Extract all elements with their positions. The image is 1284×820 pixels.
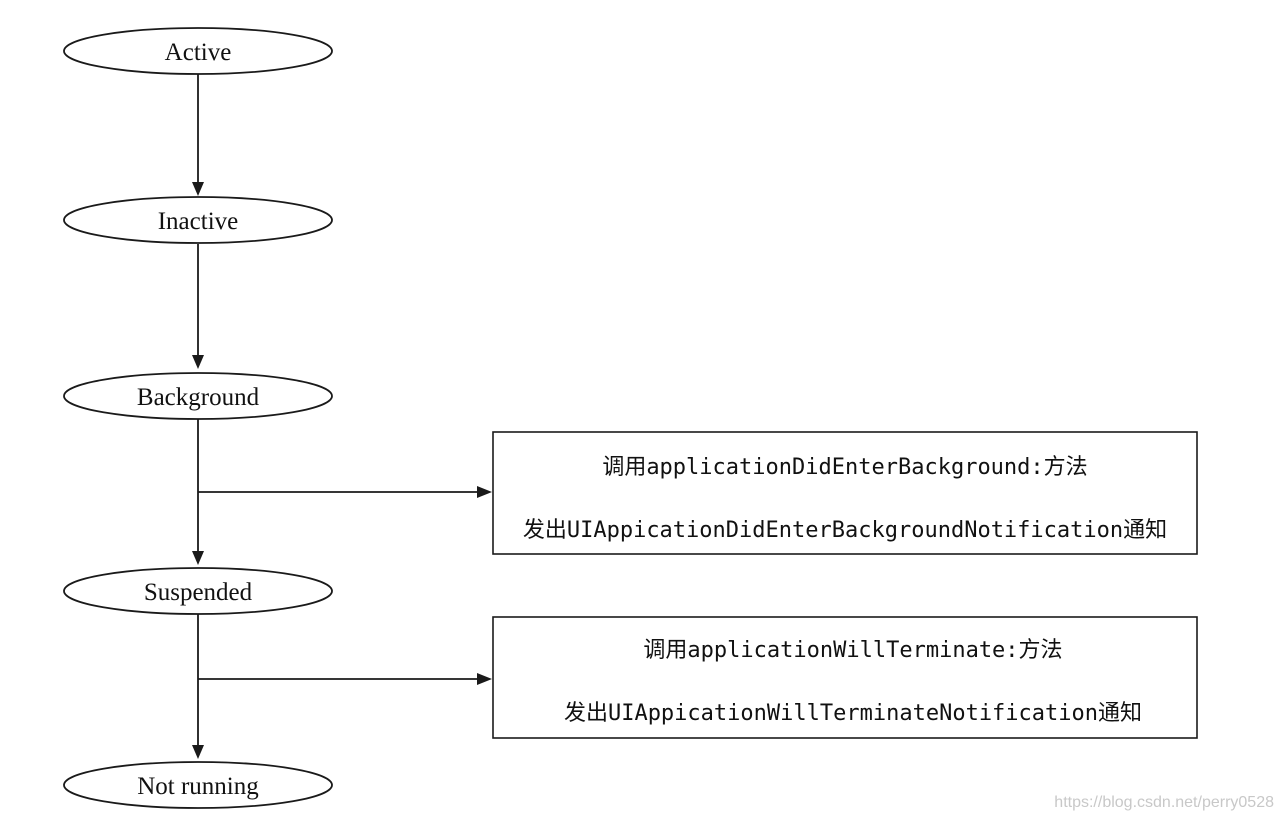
watermark-text: https://blog.csdn.net/perry0528 <box>1054 794 1274 811</box>
state-label-inactive: Inactive <box>158 208 239 235</box>
note-edges <box>198 486 492 685</box>
arrowhead-inactive <box>192 182 204 196</box>
note-enter-background-line1: 调用applicationDidEnterBackground:方法 <box>602 455 1087 480</box>
note-will-terminate-line1: 调用applicationWillTerminate:方法 <box>643 638 1062 663</box>
note-will-terminate-line2: 发出UIAppicationWillTerminateNotification通… <box>564 701 1142 726</box>
state-label-background: Background <box>137 384 260 411</box>
state-node-active: Active <box>63 27 333 75</box>
state-node-inactive: Inactive <box>63 196 333 244</box>
arrowhead-note-will-terminate <box>477 673 492 685</box>
state-node-not-running: Not running <box>63 761 333 809</box>
arrowhead-not-running <box>192 745 204 759</box>
note-enter-background-line2: 发出UIAppicationDidEnterBackgroundNotifica… <box>523 518 1167 543</box>
state-node-suspended: Suspended <box>63 567 333 615</box>
state-node-background: Background <box>63 372 333 420</box>
state-label-suspended: Suspended <box>144 579 253 606</box>
arrowhead-background <box>192 355 204 369</box>
state-label-active: Active <box>165 39 232 66</box>
note-box-will-terminate: 调用applicationWillTerminate:方法 发出UIAppica… <box>492 616 1198 739</box>
arrowhead-note-enter-background <box>477 486 492 498</box>
state-label-not-running: Not running <box>137 773 259 800</box>
arrowhead-suspended <box>192 551 204 565</box>
note-box-enter-background: 调用applicationDidEnterBackground:方法 发出UIA… <box>492 431 1198 555</box>
